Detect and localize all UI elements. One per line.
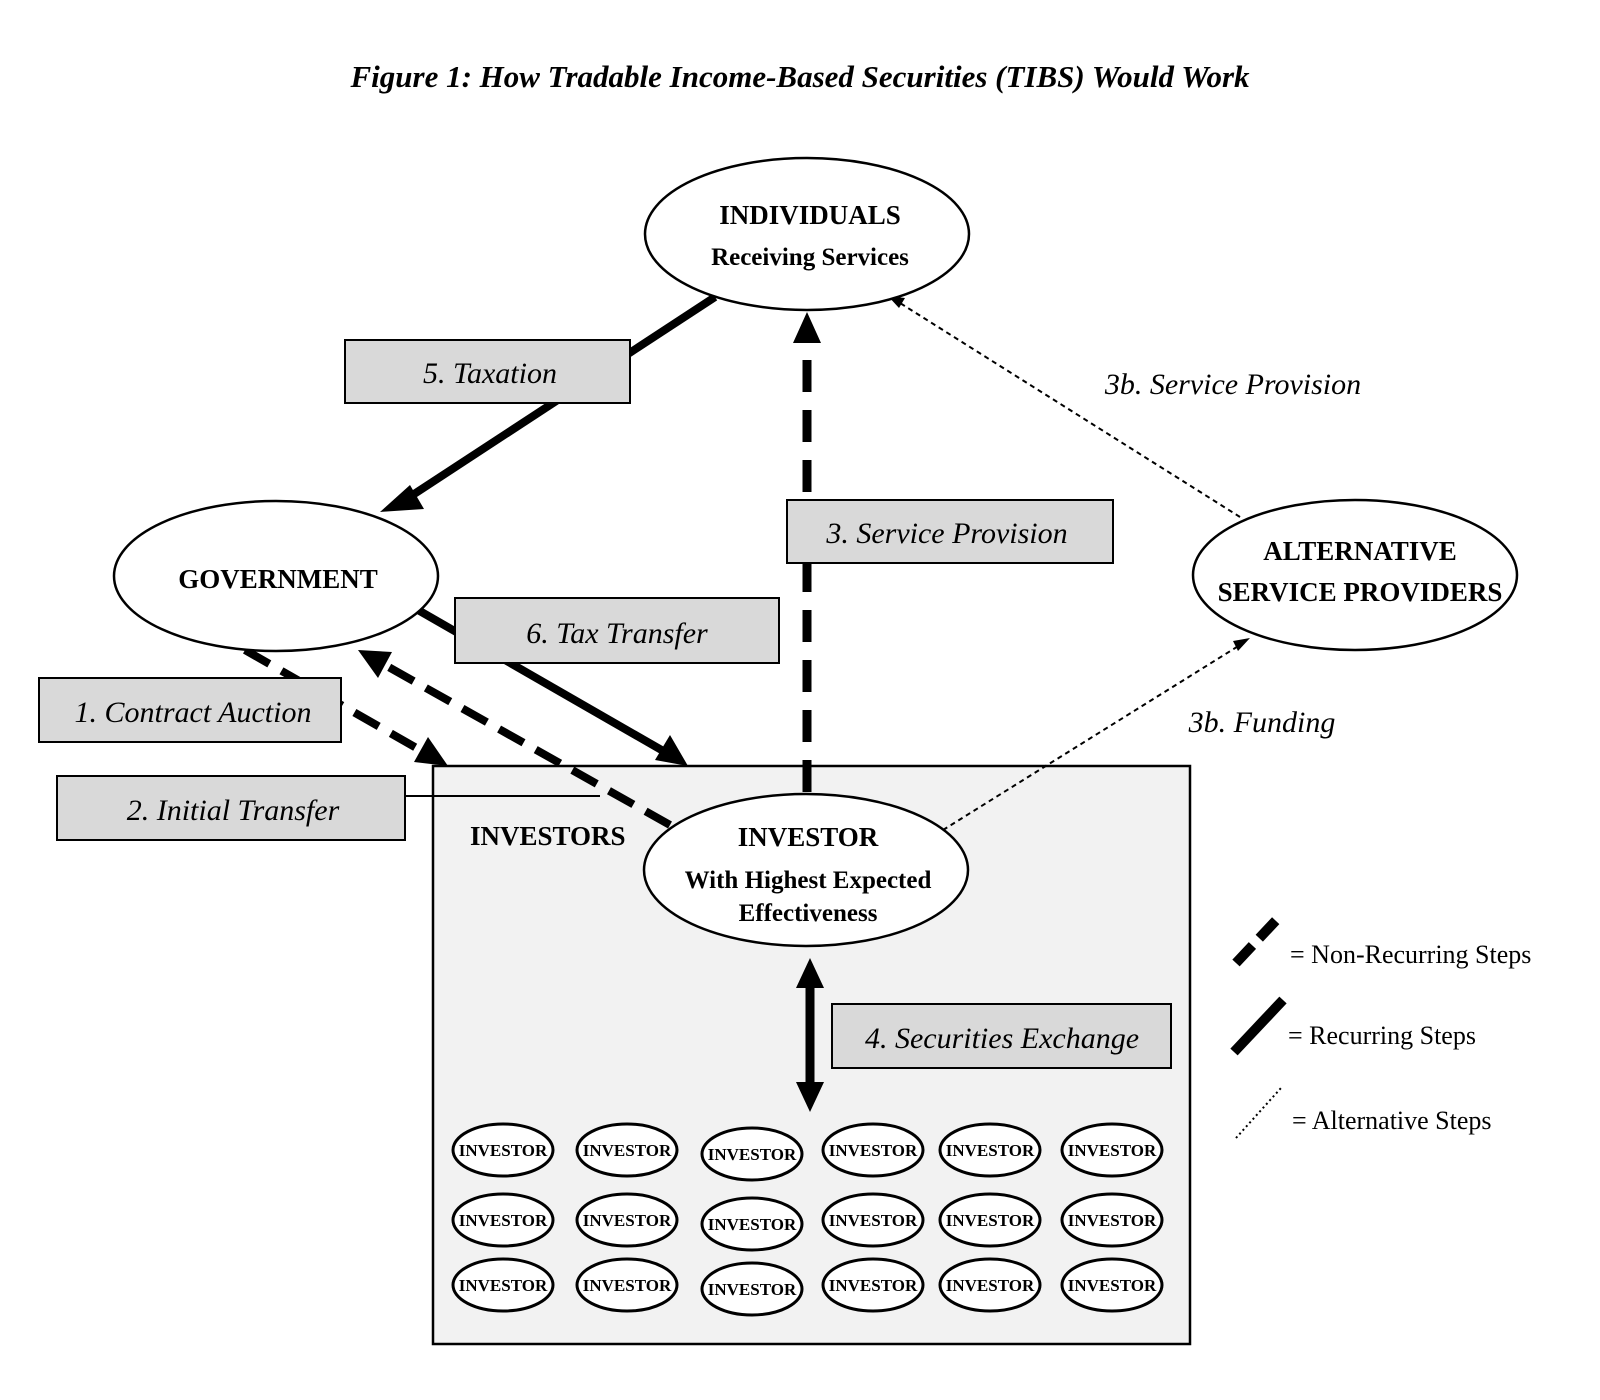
- small-investor-label: INVESTOR: [829, 1141, 918, 1160]
- svg-text:1. Contract Auction: 1. Contract Auction: [75, 696, 312, 729]
- small-investor-node: INVESTOR: [451, 1257, 555, 1313]
- arrowhead-3b-funding: [1233, 638, 1250, 651]
- legend-recurring: = Recurring Steps: [1288, 1021, 1476, 1050]
- label-initial-transfer: 2. Initial Transfer: [56, 775, 406, 841]
- small-investor-node: INVESTOR: [938, 1192, 1042, 1248]
- top-investor-title: INVESTOR: [738, 822, 879, 852]
- individuals-title: INDIVIDUALS: [719, 200, 901, 230]
- arrowhead-contract-auction: [414, 737, 448, 766]
- small-investor-label: INVESTOR: [1068, 1276, 1157, 1295]
- label-service-provision: 3. Service Provision: [786, 499, 1114, 564]
- small-investor-node: INVESTOR: [700, 1126, 804, 1182]
- small-investor-label: INVESTOR: [583, 1141, 672, 1160]
- label-securities-exchange: 4. Securities Exchange: [831, 1003, 1172, 1069]
- investor-grid: INVESTOR INVESTOR INVESTOR INVESTOR INVESTOR…: [451, 1122, 1164, 1317]
- small-investor-node: INVESTOR: [575, 1122, 679, 1178]
- arrowhead-tax-transfer: [655, 735, 688, 766]
- small-investor-label: INVESTOR: [459, 1211, 548, 1230]
- small-investor-label: INVESTOR: [946, 1141, 1035, 1160]
- legend-dotted-swatch: [1235, 1087, 1282, 1139]
- small-investor-label: INVESTOR: [708, 1280, 797, 1299]
- small-investor-node: INVESTOR: [1060, 1122, 1164, 1178]
- small-investor-label: INVESTOR: [946, 1211, 1035, 1230]
- small-investor-node: INVESTOR: [451, 1122, 555, 1178]
- svg-text:5. Taxation: 5. Taxation: [423, 357, 557, 390]
- legend-solid-swatch: [1230, 996, 1287, 1056]
- small-investor-label: INVESTOR: [459, 1276, 548, 1295]
- small-investor-node: INVESTOR: [821, 1257, 925, 1313]
- small-investor-label: INVESTOR: [1068, 1211, 1157, 1230]
- svg-text:3. Service Provision: 3. Service Provision: [825, 517, 1067, 550]
- svg-text:4. Securities Exchange: 4. Securities Exchange: [865, 1022, 1139, 1055]
- legend: = Non-Recurring Steps = Recurring Steps …: [1230, 910, 1531, 1139]
- individuals-subtitle: Receiving Services: [711, 244, 909, 271]
- small-investor-node: INVESTOR: [938, 1257, 1042, 1313]
- node-top-investor: INVESTOR With Highest Expected Effective…: [642, 792, 970, 948]
- investors-group-title: INVESTORS: [470, 821, 626, 851]
- legend-alternative: = Alternative Steps: [1292, 1106, 1492, 1135]
- small-investor-node: INVESTOR: [1060, 1192, 1164, 1248]
- arrow-3b-funding: [942, 644, 1241, 831]
- small-investor-node: INVESTOR: [700, 1196, 804, 1252]
- node-alternative-providers: ALTERNATIVE SERVICE PROVIDERS: [1191, 498, 1519, 652]
- government-title: GOVERNMENT: [178, 564, 378, 594]
- arrowhead-exchange-up: [796, 958, 824, 988]
- top-investor-line2: With Highest Expected: [685, 867, 932, 894]
- small-investor-label: INVESTOR: [1068, 1141, 1157, 1160]
- arrowhead-service-provision: [793, 312, 821, 343]
- arrowhead-taxation: [380, 485, 424, 512]
- small-investor-label: INVESTOR: [829, 1276, 918, 1295]
- svg-text:2. Initial Transfer: 2. Initial Transfer: [127, 794, 340, 827]
- small-investor-node: INVESTOR: [821, 1122, 925, 1178]
- top-investor-line3: Effectiveness: [739, 900, 878, 927]
- small-investor-node: INVESTOR: [451, 1192, 555, 1248]
- arrow-initial-transfer: [383, 661, 672, 829]
- small-investor-node: INVESTOR: [575, 1257, 679, 1313]
- label-3b-funding: 3b. Funding: [1188, 706, 1336, 739]
- small-investor-node: INVESTOR: [821, 1192, 925, 1248]
- label-contract-auction: 1. Contract Auction: [38, 677, 342, 743]
- legend-non-recurring: = Non-Recurring Steps: [1290, 940, 1531, 969]
- small-investor-node: INVESTOR: [575, 1192, 679, 1248]
- legend-dashed-swatch: [1232, 910, 1286, 967]
- arrow-3b-service: [899, 302, 1241, 518]
- small-investor-label: INVESTOR: [708, 1215, 797, 1234]
- label-taxation: 5. Taxation: [344, 339, 631, 404]
- label-3b-service-provision: 3b. Service Provision: [1104, 368, 1361, 401]
- small-investor-node: INVESTOR: [700, 1261, 804, 1317]
- small-investor-label: INVESTOR: [829, 1211, 918, 1230]
- figure-title: Figure 1: How Tradable Income-Based Secu…: [349, 59, 1250, 94]
- small-investor-label: INVESTOR: [946, 1276, 1035, 1295]
- alternative-line1: ALTERNATIVE: [1263, 536, 1457, 566]
- label-tax-transfer: 6. Tax Transfer: [454, 597, 780, 664]
- node-individuals: INDIVIDUALS Receiving Services: [643, 156, 971, 312]
- svg-text:6. Tax Transfer: 6. Tax Transfer: [526, 617, 708, 650]
- small-investor-label: INVESTOR: [459, 1141, 548, 1160]
- arrowhead-initial-transfer: [358, 650, 392, 678]
- small-investor-node: INVESTOR: [938, 1122, 1042, 1178]
- arrowhead-exchange-down: [796, 1082, 824, 1112]
- small-investor-node: INVESTOR: [1060, 1257, 1164, 1313]
- small-investor-label: INVESTOR: [583, 1211, 672, 1230]
- small-investor-label: INVESTOR: [708, 1145, 797, 1164]
- alternative-line2: SERVICE PROVIDERS: [1218, 577, 1503, 607]
- small-investor-label: INVESTOR: [583, 1276, 672, 1295]
- node-government: GOVERNMENT: [112, 499, 440, 653]
